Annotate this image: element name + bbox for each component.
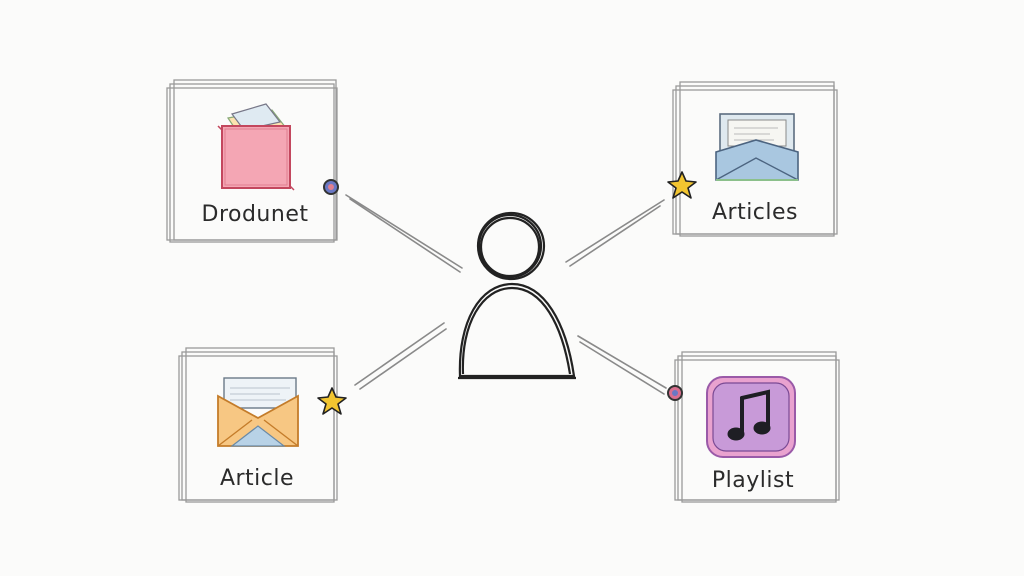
connector-bottom-right [577, 335, 667, 395]
node-card-top-left[interactable] [166, 79, 339, 243]
card-frame [166, 79, 338, 243]
connectors [345, 194, 667, 395]
node-label-top-left: Drodunet [201, 202, 309, 227]
music-note-icon [706, 376, 796, 458]
card-frame [178, 347, 338, 503]
connector-dot [667, 385, 683, 401]
connector-star [667, 171, 697, 199]
connector-bottom-left [354, 322, 447, 390]
connector-top-right [565, 199, 665, 267]
card-frame [672, 81, 838, 237]
user-icon [458, 211, 576, 380]
envelope-icon [715, 113, 799, 181]
connector-dot [323, 179, 339, 195]
node-label-bottom-left: Article [219, 466, 295, 491]
node-label-top-right: Articles [711, 200, 799, 225]
node-card-bottom-left[interactable] [178, 347, 347, 503]
connector-star [317, 387, 347, 415]
connector-top-left [345, 194, 463, 273]
envelope-icon [217, 377, 299, 447]
card-frame [674, 351, 840, 503]
folder-icon [217, 103, 295, 191]
node-card-bottom-right[interactable] [667, 351, 840, 503]
node-label-bottom-right: Playlist [711, 468, 795, 493]
node-card-top-right[interactable] [667, 81, 838, 237]
